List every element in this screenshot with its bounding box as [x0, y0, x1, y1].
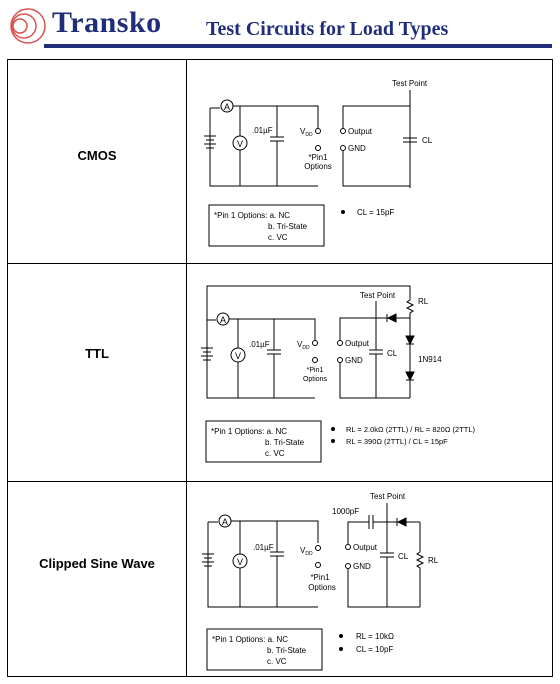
svg-text:RL: RL: [428, 556, 439, 565]
gnd-pin-icon: [337, 357, 343, 363]
output-pin-icon: [337, 340, 343, 346]
svg-text:*Pin 1 Options: a. NC: *Pin 1 Options: a. NC: [212, 635, 288, 644]
svg-text:c. VC: c. VC: [268, 233, 288, 242]
page-header: Transko Test Circuits for Load Types: [0, 0, 560, 50]
svg-text:.01µF: .01µF: [252, 126, 273, 135]
svg-text:*Pin 1 Options: a. NC: *Pin 1 Options: a. NC: [214, 211, 290, 220]
sine-circuit: A V .01µF VDD *Pin1 Options 1000pF Test …: [202, 492, 439, 671]
vdd-pin-icon: [312, 340, 318, 346]
svg-text:V: V: [237, 139, 243, 149]
resistor-icon: [405, 299, 415, 318]
diode-stack-icon: [405, 318, 415, 398]
svg-text:RL: RL: [418, 297, 429, 306]
ttl-label: TTL: [85, 346, 109, 361]
svg-text:*Pin 1 Options: a. NC: *Pin 1 Options: a. NC: [211, 427, 287, 436]
svg-text:Output: Output: [348, 127, 373, 136]
pin1-icon: [315, 145, 321, 151]
capacitor-icon: [267, 349, 281, 355]
svg-text:A: A: [222, 517, 228, 527]
svg-text:1000pF: 1000pF: [332, 507, 359, 516]
svg-text:c. VC: c. VC: [265, 449, 285, 458]
row-divider: [8, 263, 552, 264]
svg-text:Test Point: Test Point: [392, 79, 428, 88]
circuit-table: CMOS TTL Clipped Sine Wave: [7, 59, 553, 677]
svg-text:GND: GND: [348, 144, 366, 153]
gnd-pin-icon: [340, 145, 346, 151]
svg-text:V: V: [237, 557, 243, 567]
coupling-capacitor-icon: [368, 515, 374, 529]
page-title: Test Circuits for Load Types: [206, 18, 449, 40]
svg-text:*Pin1: *Pin1: [308, 153, 328, 162]
battery-icon: [202, 553, 214, 567]
battery-icon: [204, 135, 216, 149]
capacitor-icon: [270, 136, 284, 142]
load-capacitor-icon: [380, 552, 394, 558]
cmos-circuit: A V .01µF VDD *Pin1 Options Output GND T…: [204, 79, 433, 247]
svg-text:Options: Options: [304, 162, 332, 171]
svg-text:V: V: [235, 351, 241, 361]
pin1-icon: [315, 562, 321, 568]
load-capacitor-icon: [369, 349, 383, 355]
svg-text:c. VC: c. VC: [267, 657, 287, 666]
svg-text:A: A: [224, 102, 230, 112]
svg-text:Test Point: Test Point: [370, 492, 406, 501]
gnd-pin-icon: [345, 563, 351, 569]
vdd-pin-icon: [315, 128, 321, 134]
output-pin-icon: [345, 544, 351, 550]
row-divider: [8, 481, 552, 482]
svg-text:1N914: 1N914: [418, 355, 442, 364]
sine-label: Clipped Sine Wave: [39, 556, 155, 571]
transko-logo-icon: [10, 8, 46, 44]
column-divider: [186, 60, 187, 676]
svg-text:.01µF: .01µF: [253, 543, 274, 552]
svg-text:b. Tri-State: b. Tri-State: [265, 438, 305, 447]
header-rule: [44, 44, 552, 48]
svg-text:GND: GND: [353, 562, 371, 571]
svg-text:.01µF: .01µF: [249, 340, 270, 349]
svg-text:b. Tri-State: b. Tri-State: [268, 222, 308, 231]
svg-text:Options: Options: [303, 376, 328, 383]
svg-text:Output: Output: [345, 339, 370, 348]
svg-text:Options: Options: [308, 583, 336, 592]
svg-text:CL: CL: [387, 349, 398, 358]
diode-icon: [376, 313, 397, 323]
resistor-icon: [415, 551, 425, 607]
cmos-label: CMOS: [77, 148, 117, 163]
svg-text:*Pin1: *Pin1: [307, 367, 324, 374]
pin-options-box: [206, 628, 323, 671]
load-capacitor-icon: [403, 137, 417, 143]
svg-text:RL = 390Ω (2TTL) / CL = 15pF: RL = 390Ω (2TTL) / CL = 15pF: [346, 437, 448, 446]
battery-icon: [201, 347, 213, 361]
svg-text:VDD: VDD: [297, 340, 310, 351]
vdd-pin-icon: [315, 545, 321, 551]
svg-text:VDD: VDD: [300, 546, 313, 557]
svg-text:A: A: [220, 315, 226, 325]
svg-text:RL = 10kΩ: RL = 10kΩ: [356, 632, 394, 641]
output-pin-icon: [340, 128, 346, 134]
pin-options-box: [205, 420, 322, 463]
svg-text:VDD: VDD: [300, 127, 313, 138]
svg-text:*Pin1: *Pin1: [310, 573, 330, 582]
capacitor-icon: [270, 551, 284, 557]
ttl-circuit: A V .01µF VDD *Pin1 Options Output GND T…: [201, 285, 476, 463]
svg-text:Output: Output: [353, 543, 378, 552]
svg-text:RL = 2.0kΩ (2TTL) / RL = 820Ω: RL = 2.0kΩ (2TTL) / RL = 820Ω (2TTL): [346, 425, 476, 434]
svg-text:CL = 15pF: CL = 15pF: [357, 208, 394, 217]
svg-text:b. Tri-State: b. Tri-State: [267, 646, 307, 655]
svg-text:Test Point: Test Point: [360, 291, 396, 300]
svg-text:CL = 10pF: CL = 10pF: [356, 645, 393, 654]
brand-name: Transko: [52, 6, 162, 39]
svg-text:CL: CL: [422, 136, 433, 145]
pin-options-box: [208, 204, 325, 247]
pin1-icon: [312, 357, 318, 363]
svg-text:CL: CL: [398, 552, 409, 561]
svg-text:GND: GND: [345, 356, 363, 365]
diode-icon: [396, 517, 407, 527]
